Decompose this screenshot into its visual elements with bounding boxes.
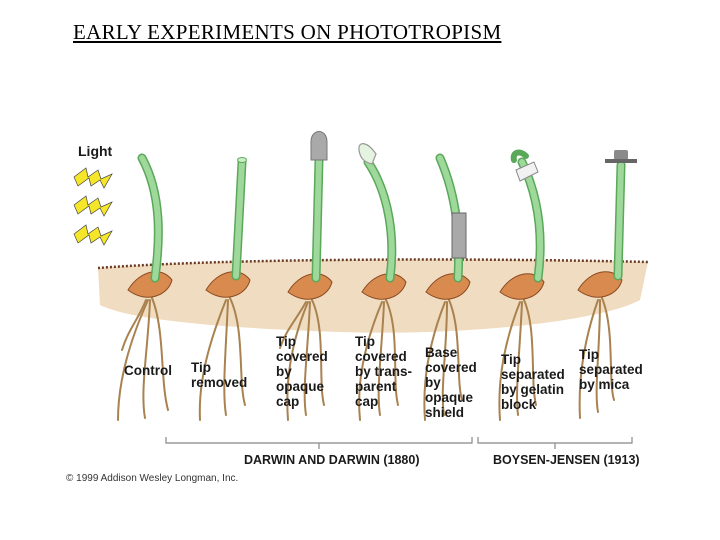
roots bbox=[117, 297, 615, 421]
light-bolt-icon bbox=[73, 167, 113, 189]
bracket-boysen bbox=[477, 437, 633, 449]
seed bbox=[127, 271, 173, 298]
transparent-cap-icon bbox=[358, 143, 377, 165]
mica-icon bbox=[605, 150, 637, 163]
page-title: EARLY EXPERIMENTS ON PHOTOTROPISM bbox=[73, 20, 502, 44]
seed bbox=[577, 271, 623, 298]
label-opaque-shield: Base covered by opaque shield bbox=[425, 345, 477, 420]
label-control: Control bbox=[124, 363, 172, 378]
label-opaque-cap: Tip covered by opaque cap bbox=[276, 334, 328, 409]
label-tip-removed: Tip removed bbox=[191, 360, 248, 390]
label-transparent-cap: Tip covered by trans- parent cap bbox=[355, 334, 413, 409]
bracket-darwin bbox=[165, 437, 473, 449]
opaque-cap-icon bbox=[310, 131, 328, 161]
cut-tip bbox=[237, 157, 247, 163]
copyright-notice: © 1999 Addison Wesley Longman, Inc. bbox=[66, 473, 239, 484]
gelatin-block-icon bbox=[510, 149, 539, 182]
seed bbox=[361, 273, 407, 300]
opaque-shield-icon bbox=[451, 212, 467, 259]
light-bolt-icon bbox=[73, 224, 113, 246]
group-brackets bbox=[165, 437, 633, 449]
seed bbox=[287, 273, 333, 300]
label-mica: Tip separated by mica bbox=[579, 347, 643, 392]
light-bolts bbox=[73, 167, 113, 246]
group-label-darwin: DARWIN AND DARWIN (1880) bbox=[244, 453, 420, 467]
label-gelatin-block: Tip separated by gelatin block bbox=[501, 352, 565, 412]
light-bolt-icon bbox=[73, 195, 113, 217]
seed bbox=[499, 273, 545, 300]
group-label-boysen: BOYSEN-JENSEN (1913) bbox=[493, 453, 640, 467]
light-label: Light bbox=[78, 143, 113, 159]
